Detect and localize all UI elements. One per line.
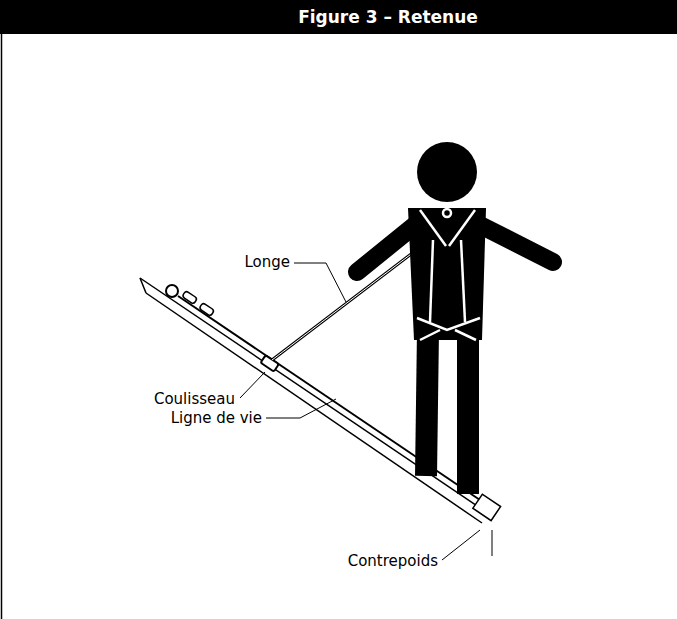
harness-d-ring bbox=[443, 209, 451, 217]
anchor-ring bbox=[166, 285, 178, 297]
leader-line bbox=[294, 263, 346, 302]
part-label: Longe bbox=[244, 253, 290, 271]
part-label: Ligne de vie bbox=[171, 409, 262, 427]
frame-border bbox=[1, 34, 3, 619]
counterweight bbox=[473, 494, 501, 520]
leader-line bbox=[266, 399, 336, 418]
figure-title: Figure 3 – Retenue bbox=[298, 7, 478, 27]
carabiner bbox=[182, 291, 198, 305]
harness-belt bbox=[417, 318, 480, 330]
leader-line bbox=[240, 372, 265, 398]
carabiner bbox=[199, 303, 215, 317]
person-head bbox=[417, 142, 477, 202]
harness-strap bbox=[430, 240, 433, 322]
part-label: Contrepoids bbox=[348, 552, 438, 570]
leaders bbox=[240, 263, 492, 560]
harness-strap bbox=[461, 240, 465, 322]
person-leg bbox=[426, 330, 428, 476]
person-leg bbox=[457, 332, 479, 494]
roof-edge bbox=[140, 278, 146, 293]
part-label: Coulisseau bbox=[154, 390, 235, 408]
leader-line bbox=[442, 530, 480, 560]
leader-line bbox=[492, 530, 493, 556]
person-arm bbox=[480, 225, 553, 262]
person-arm bbox=[357, 225, 415, 272]
harness-leg-loop bbox=[420, 330, 476, 340]
harness bbox=[417, 209, 480, 340]
title-bar bbox=[0, 0, 677, 34]
